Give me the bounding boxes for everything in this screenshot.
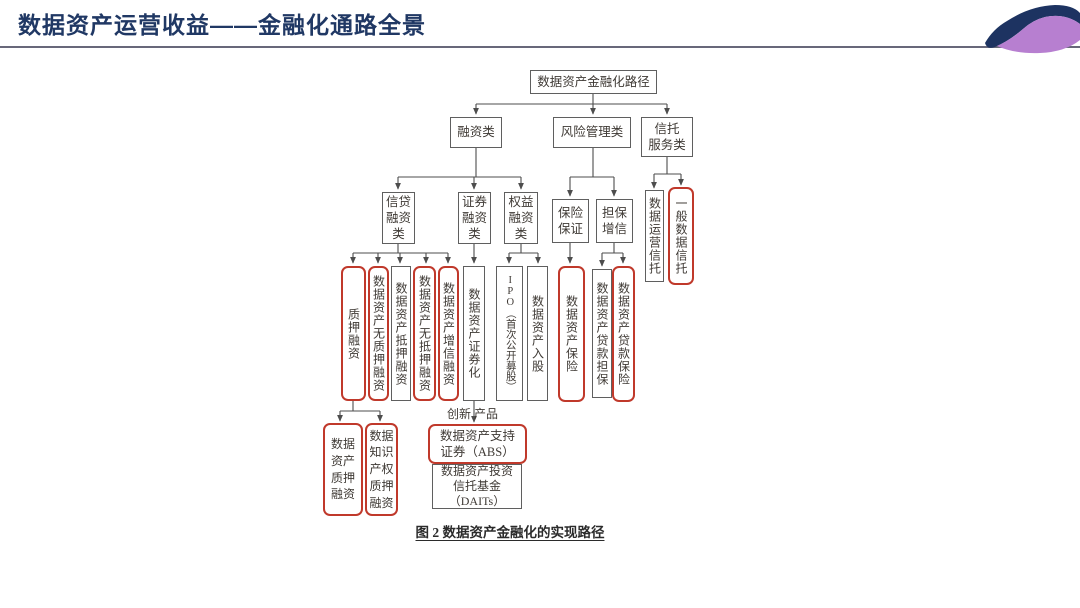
node-pledge-financing: 质押融资	[341, 266, 366, 401]
node-data-asset-securitization: 数据资产证券化	[463, 266, 485, 401]
node-trust-services-category-label: 信托 服务类	[648, 121, 686, 152]
header-rule	[0, 46, 1080, 48]
node-ipo: IPO（首次公开募股）	[496, 266, 523, 401]
node-data-asset-unmortgaged-financing-label: 数据资产无抵押融资	[417, 275, 432, 392]
node-data-asset-mortgage-financing-label: 数据资产抵押融资	[394, 281, 408, 386]
node-credit-financing-label: 信贷 融资 类	[385, 194, 411, 242]
node-insurance-guarantee: 保险 保证	[552, 199, 589, 243]
node-guarantee-credit-enhancement-label: 担保 增信	[601, 205, 627, 236]
node-data-asset-pledge-financing-label: 数据 资产 质押 融资	[330, 436, 355, 502]
node-data-asset-pledge-financing: 数据 资产 质押 融资	[323, 423, 363, 516]
innovation-products-label: 创新 产品	[447, 407, 499, 421]
node-data-asset-unmortgaged-financing: 数据资产无抵押融资	[413, 266, 436, 401]
node-equity-financing-label: 权益 融资 类	[508, 194, 534, 242]
node-data-asset-credit-enhanced-financing: 数据资产增信融资	[438, 266, 459, 401]
node-financing-category-label: 融资类	[457, 125, 495, 140]
node-data-asset-credit-enhanced-financing-label: 数据资产增信融资	[441, 281, 456, 386]
node-data-operation-trust: 数据运营信托	[645, 190, 664, 282]
node-securities-financing-label: 证券 融资 类	[461, 194, 487, 242]
node-data-asset-equity-stake: 数据资产入股	[527, 266, 548, 401]
node-risk-management-category-label: 风险管理类	[560, 125, 624, 140]
node-ipo-label: IPO（首次公开募股）	[504, 275, 516, 392]
node-root-label: 数据资产金融化路径	[537, 74, 650, 89]
node-equity-financing: 权益 融资 类	[504, 192, 538, 244]
node-general-data-trust: 一般数据信托	[668, 187, 694, 285]
node-abs-label: 数据资产支持 证券（ABS）	[439, 428, 515, 459]
node-root: 数据资产金融化路径	[530, 70, 657, 94]
node-daits: 数据资产投资 信托基金 （DAITs）	[432, 464, 522, 509]
node-data-asset-unpledged-financing: 数据资产无质押融资	[368, 266, 389, 401]
node-risk-management-category: 风险管理类	[553, 117, 631, 148]
node-general-data-trust-label: 一般数据信托	[674, 197, 688, 275]
node-data-asset-unpledged-financing-label: 数据资产无质押融资	[371, 275, 386, 392]
node-data-asset-loan-guarantee: 数据资产贷款担保	[592, 269, 612, 398]
node-securities-financing: 证券 融资 类	[458, 192, 491, 244]
node-credit-financing: 信贷 融资 类	[382, 192, 415, 244]
node-data-asset-loan-guarantee-label: 数据资产贷款担保	[595, 281, 609, 386]
figure-caption: 图 2 数据资产金融化的实现路径	[415, 525, 605, 540]
node-pledge-financing-label: 质押融资	[346, 307, 361, 360]
node-insurance-guarantee-label: 保险 保证	[557, 205, 583, 236]
node-financing-category: 融资类	[450, 117, 502, 148]
slide-title: 数据资产运营收益——金融化通路全景	[18, 12, 426, 38]
node-abs: 数据资产支持 证券（ABS）	[428, 424, 527, 464]
node-data-asset-securitization-label: 数据资产证券化	[467, 288, 481, 379]
node-data-asset-insurance-label: 数据资产保险	[564, 295, 579, 373]
node-guarantee-credit-enhancement: 担保 增信	[596, 199, 633, 243]
node-data-asset-insurance: 数据资产保险	[558, 266, 585, 402]
node-data-asset-equity-stake-label: 数据资产入股	[530, 294, 545, 373]
wave-swoosh-logo-icon	[985, 5, 1080, 54]
node-data-ip-pledge-financing-label: 数据 知识 产权 质押 融资	[369, 428, 394, 510]
node-daits-label: 数据资产投资 信托基金 （DAITs）	[440, 464, 513, 508]
node-data-asset-mortgage-financing: 数据资产抵押融资	[391, 266, 411, 401]
node-data-asset-loan-insurance: 数据资产贷款保险	[612, 266, 635, 402]
node-data-operation-trust-label: 数据运营信托	[647, 197, 662, 275]
node-data-ip-pledge-financing: 数据 知识 产权 质押 融资	[365, 423, 398, 516]
node-trust-services-category: 信托 服务类	[641, 117, 693, 157]
node-data-asset-loan-insurance-label: 数据资产贷款保险	[616, 282, 631, 386]
